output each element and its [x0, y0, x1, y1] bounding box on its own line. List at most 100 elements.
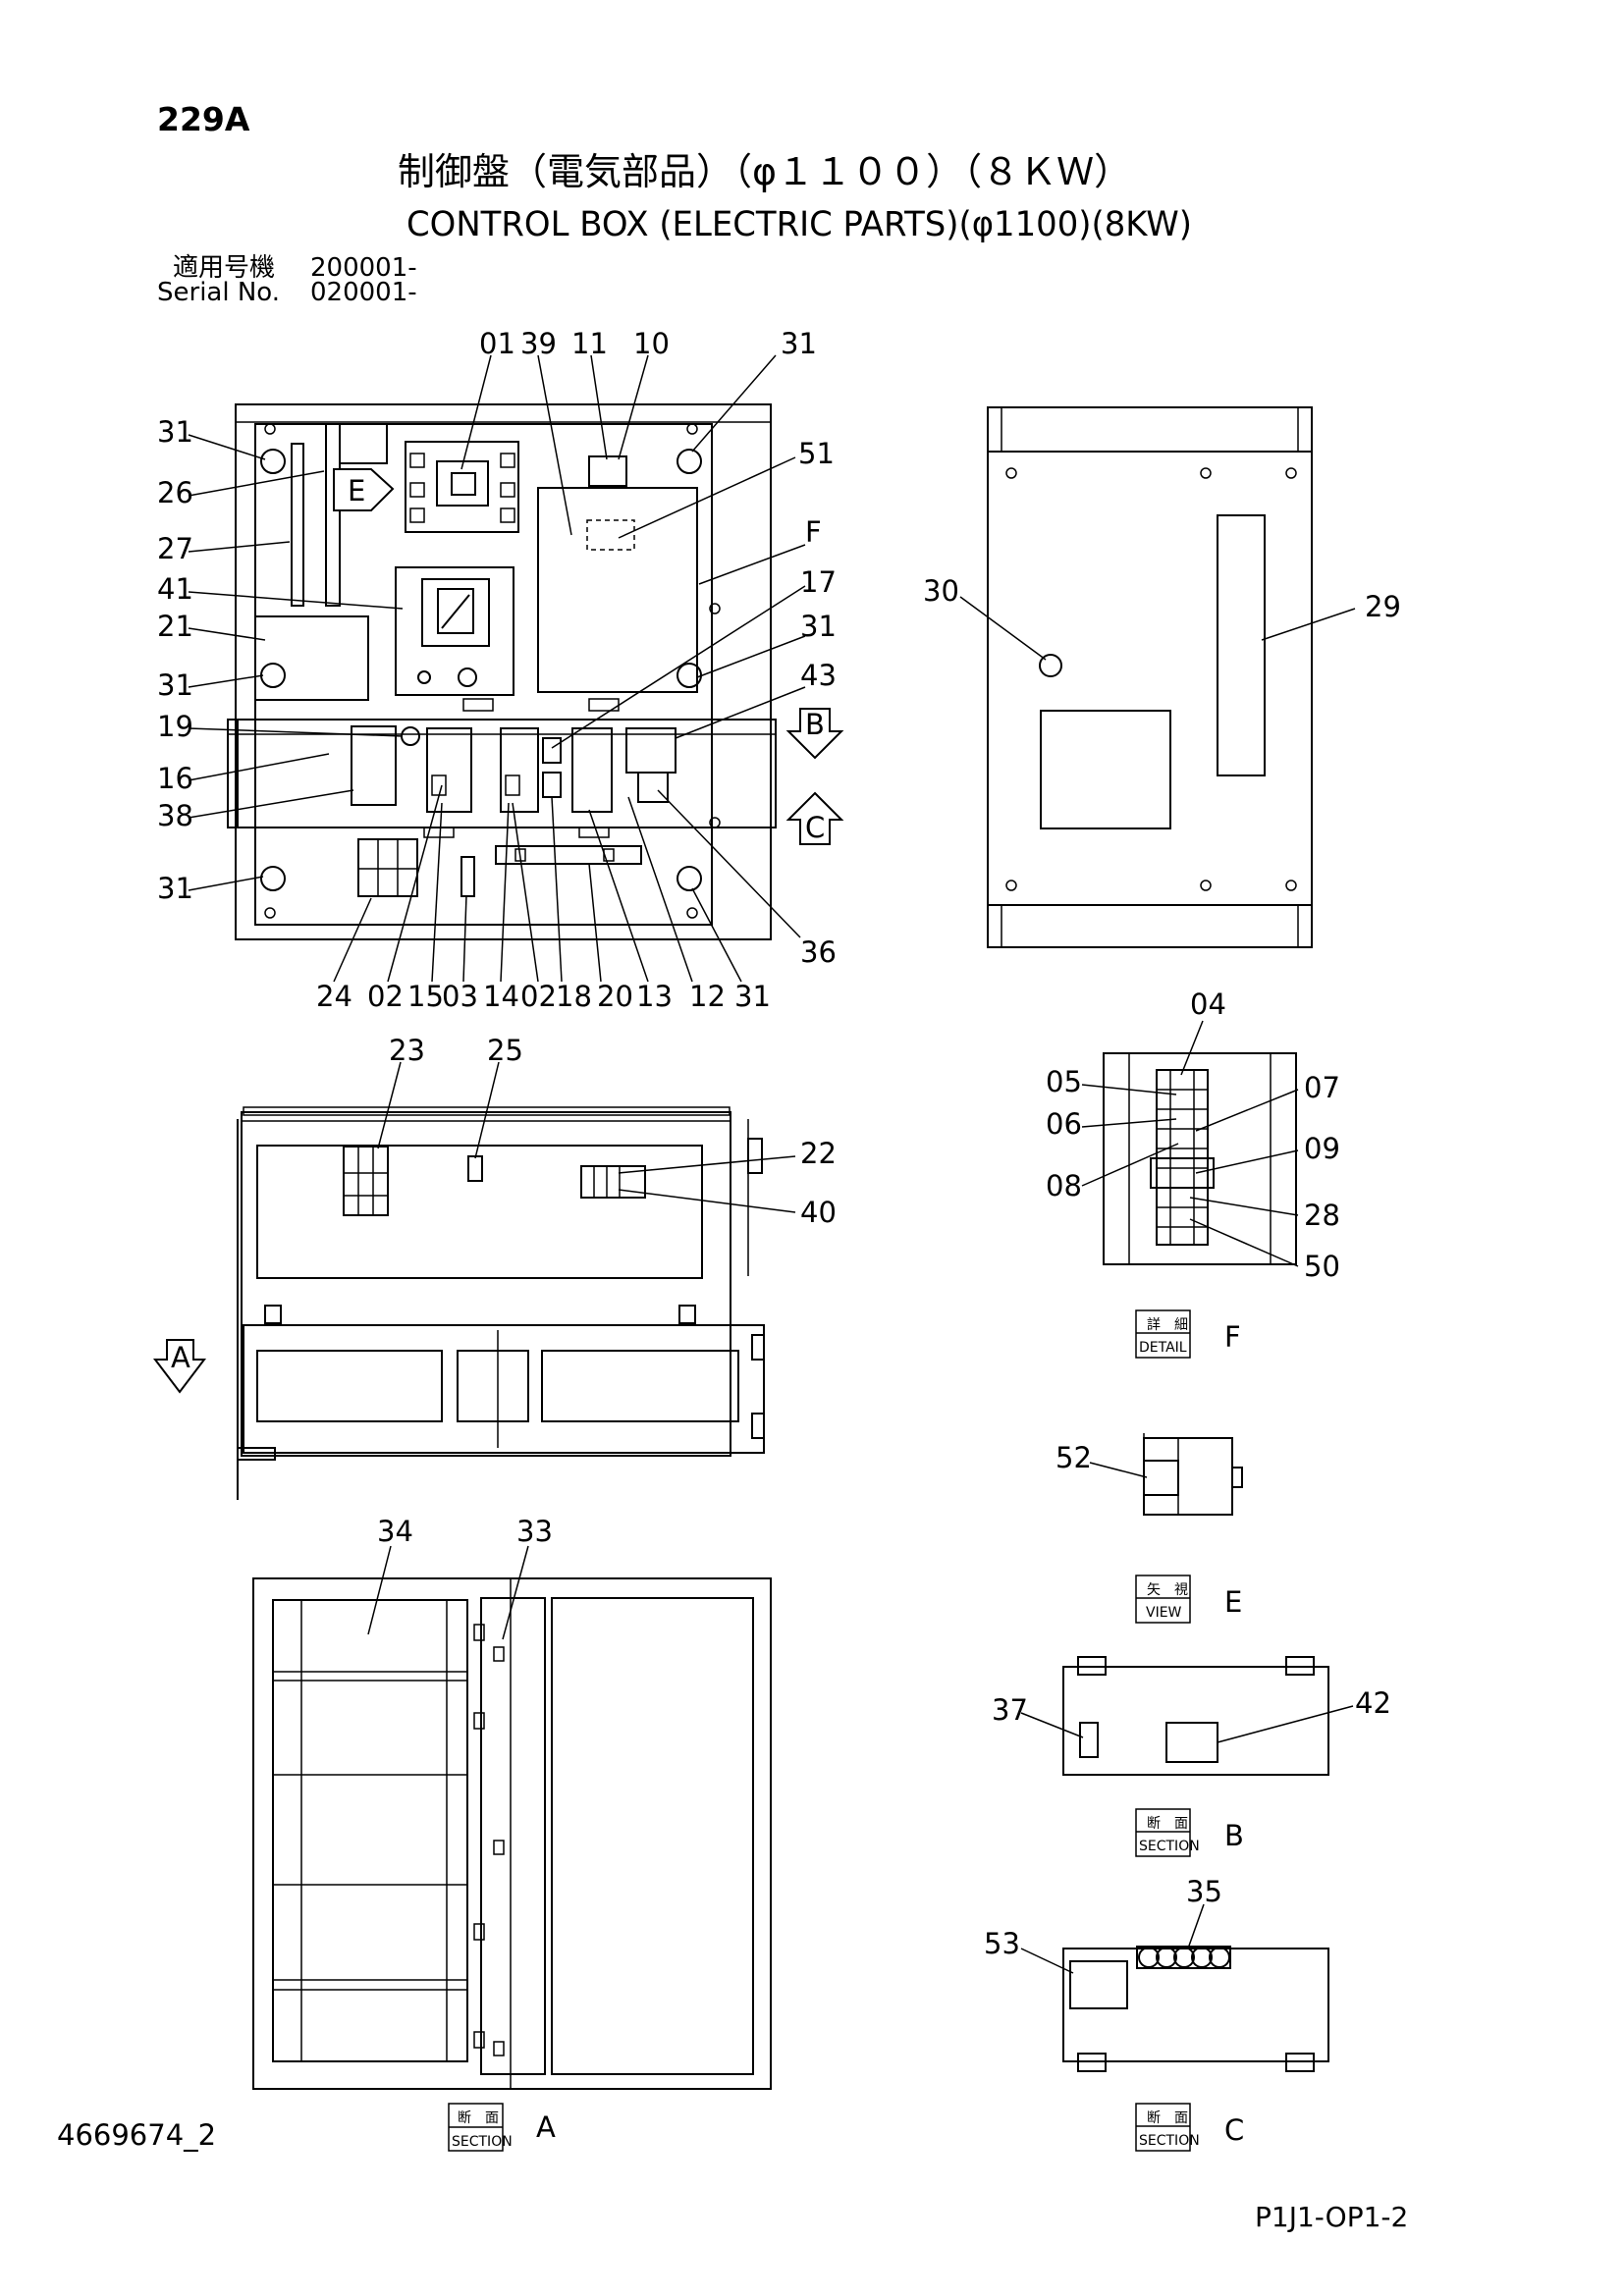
- svg-text:C: C: [1224, 2113, 1244, 2147]
- callout-02: 02: [520, 980, 557, 1013]
- callout-18: 18: [556, 980, 592, 1013]
- callout-36: 36: [800, 935, 837, 969]
- callout-02: 02: [367, 980, 404, 1013]
- svg-text:VIEW: VIEW: [1146, 1605, 1182, 1621]
- page-code: 229A: [157, 100, 250, 138]
- callout-40: 40: [800, 1196, 837, 1229]
- arrow-b-letter: B: [805, 708, 825, 741]
- callout-31: 31: [800, 610, 837, 643]
- svg-text:SECTION: SECTION: [1139, 2133, 1200, 2149]
- svg-text:断 面: 断 面: [458, 2110, 499, 2126]
- callout-09: 09: [1304, 1132, 1340, 1165]
- label-view-e: 矢 視 VIEW E: [1135, 1575, 1242, 1624]
- applicable-label: 適用号機: [173, 253, 275, 283]
- callout-17: 17: [800, 565, 837, 599]
- callout-13: 13: [636, 980, 673, 1013]
- callout-31: 31: [734, 980, 771, 1013]
- svg-text:F: F: [1224, 1320, 1241, 1354]
- callout-34: 34: [377, 1515, 413, 1548]
- callout-04: 04: [1190, 988, 1226, 1021]
- callout-23: 23: [389, 1034, 425, 1067]
- callout-10: 10: [633, 327, 670, 360]
- callout-53: 53: [984, 1927, 1020, 1960]
- section-c-view: [1062, 1946, 1329, 2072]
- callout-39: 39: [520, 327, 557, 360]
- section-b-view: [1062, 1656, 1329, 1776]
- callout-03: 03: [442, 980, 478, 1013]
- sheet-code: P1J1-OP1-2: [1255, 2201, 1408, 2233]
- callout-52: 52: [1056, 1441, 1092, 1474]
- callout-31: 31: [157, 668, 193, 702]
- callout-31: 31: [781, 327, 817, 360]
- rear-view: [987, 406, 1313, 948]
- svg-text:SECTION: SECTION: [1139, 1839, 1200, 1854]
- arrow-c-letter: C: [805, 811, 825, 844]
- main-front-view: [227, 403, 844, 940]
- callout-43: 43: [800, 659, 837, 692]
- callout-07: 07: [1304, 1071, 1340, 1104]
- callout-41: 41: [157, 572, 193, 606]
- callout-05: 05: [1046, 1065, 1082, 1098]
- serial-label: Serial No.: [157, 278, 280, 307]
- callout-12: 12: [689, 980, 726, 1013]
- arrow-a-letter: A: [171, 1341, 190, 1374]
- callout-14: 14: [483, 980, 519, 1013]
- detail-f-view: [1103, 1052, 1297, 1265]
- callout-labels: 01 39 11 10 31 31 26 27 41 21 31 19 16 3…: [157, 327, 1401, 1960]
- label-section-a: 断 面 SECTION A: [448, 2103, 556, 2152]
- callout-38: 38: [157, 799, 193, 832]
- svg-text:矢 視: 矢 視: [1147, 1582, 1188, 1598]
- view-e-detail: [1143, 1433, 1243, 1516]
- callout-24: 24: [316, 980, 352, 1013]
- arrow-a-marker: [152, 1339, 207, 1394]
- callout-37: 37: [992, 1693, 1028, 1727]
- callout-f: F: [805, 515, 822, 549]
- callout-20: 20: [597, 980, 633, 1013]
- callout-06: 06: [1046, 1107, 1082, 1141]
- callout-30: 30: [923, 574, 959, 608]
- callout-35: 35: [1186, 1875, 1222, 1908]
- svg-text:断 面: 断 面: [1147, 2110, 1188, 2126]
- callout-31: 31: [157, 872, 193, 905]
- callout-28: 28: [1304, 1199, 1340, 1232]
- svg-text:A: A: [536, 2110, 556, 2144]
- callout-51: 51: [798, 437, 835, 470]
- callout-11: 11: [571, 327, 608, 360]
- side-view: [152, 1106, 765, 1500]
- callout-15: 15: [407, 980, 444, 1013]
- arrow-b-marker: [785, 708, 844, 760]
- title-en: CONTROL BOX (ELECTRIC PARTS)(φ1100)(8KW): [406, 205, 1192, 244]
- callout-42: 42: [1355, 1686, 1391, 1720]
- callout-27: 27: [157, 532, 193, 565]
- callout-19: 19: [157, 710, 193, 743]
- svg-text:E: E: [1224, 1585, 1242, 1619]
- callout-33: 33: [516, 1515, 553, 1548]
- applicable-value: 200001-: [310, 253, 417, 283]
- callout-16: 16: [157, 762, 193, 795]
- label-section-b: 断 面 SECTION B: [1135, 1808, 1244, 1857]
- callout-01: 01: [479, 327, 515, 360]
- svg-text:断 面: 断 面: [1147, 1816, 1188, 1832]
- section-a-view: [252, 1577, 772, 2090]
- drawing-id: 4669674_2: [57, 2118, 216, 2152]
- svg-text:DETAIL: DETAIL: [1139, 1340, 1187, 1356]
- callout-26: 26: [157, 476, 193, 509]
- callout-08: 08: [1046, 1169, 1082, 1202]
- svg-text:詳 細: 詳 細: [1147, 1317, 1188, 1333]
- callout-21: 21: [157, 610, 193, 643]
- title-jp: 制御盤（電気部品）（φ１１００）（８ＫＷ）: [398, 150, 1131, 193]
- svg-text:B: B: [1224, 1819, 1244, 1852]
- callout-50: 50: [1304, 1250, 1340, 1283]
- arrow-c-marker: [785, 791, 844, 845]
- callout-29: 29: [1365, 590, 1401, 623]
- label-section-c: 断 面 SECTION C: [1135, 2103, 1244, 2152]
- leader-lines: [188, 354, 1356, 1974]
- callout-25: 25: [487, 1034, 523, 1067]
- svg-text:SECTION: SECTION: [452, 2134, 513, 2150]
- callout-22: 22: [800, 1137, 837, 1170]
- label-detail-f: 詳 細 DETAIL F: [1135, 1309, 1241, 1359]
- arrow-e-marker: [333, 468, 395, 511]
- serial-value: 020001-: [310, 278, 417, 307]
- callout-31: 31: [157, 415, 193, 449]
